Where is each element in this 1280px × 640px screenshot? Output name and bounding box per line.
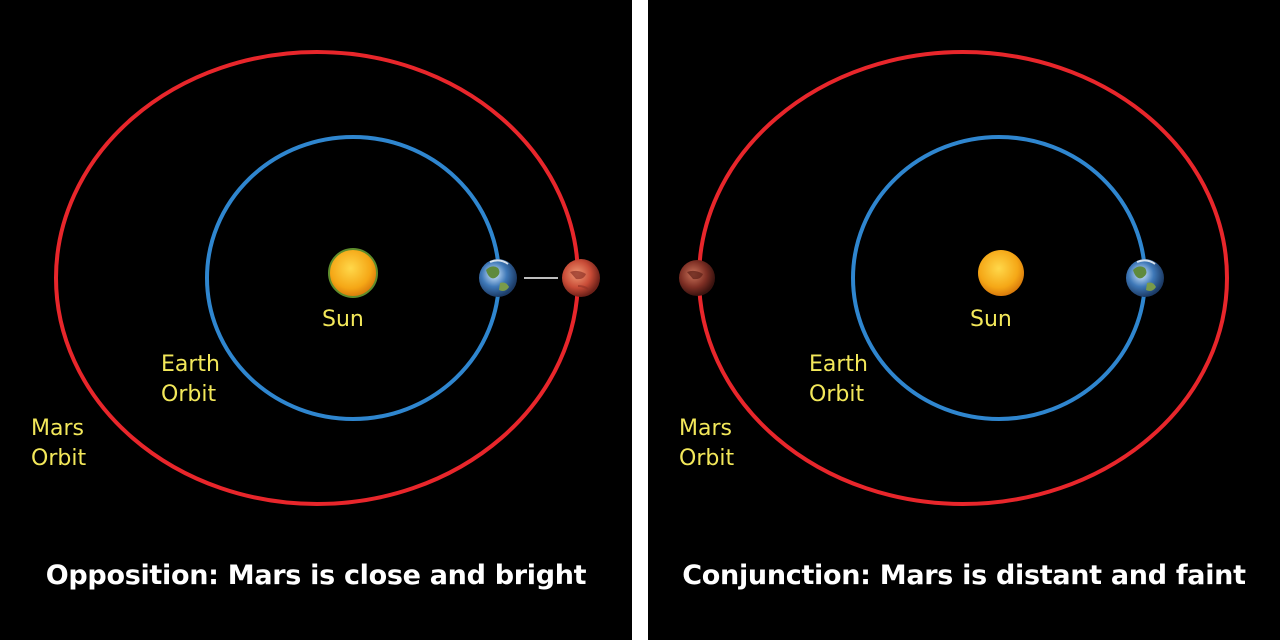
opposition-orbit-diagram [54, 50, 600, 506]
sun-label: Sun [322, 307, 364, 332]
earth-orbit-label-line-2: Orbit [809, 382, 865, 407]
mars-orbit-label-line-1: Mars [679, 416, 732, 441]
mars-orbit-label-line-1: Mars [31, 416, 84, 441]
earth-orbit-label-line-1: Earth [161, 352, 220, 377]
sun [328, 248, 378, 298]
conjunction-panel: Sun Earth Orbit Mars Orbit Conjunction: … [648, 0, 1280, 640]
conjunction-caption: Conjunction: Mars is distant and faint [682, 560, 1246, 591]
earth [1126, 259, 1164, 297]
sun [978, 250, 1024, 296]
earth-orbit-label-line-1: Earth [809, 352, 868, 377]
opposition-panel: Sun Earth Orbit Mars Orbit Opposition: M… [0, 0, 632, 640]
conjunction-orbit-diagram [679, 50, 1229, 506]
mars [562, 259, 600, 297]
sun-label: Sun [970, 307, 1012, 332]
mars [679, 260, 715, 296]
mars-orbit-label-line-2: Orbit [31, 446, 87, 471]
opposition-caption: Opposition: Mars is close and bright [45, 560, 587, 591]
earth-orbit-label-line-2: Orbit [161, 382, 217, 407]
mars-orbit-label-line-2: Orbit [679, 446, 735, 471]
earth [479, 259, 517, 297]
